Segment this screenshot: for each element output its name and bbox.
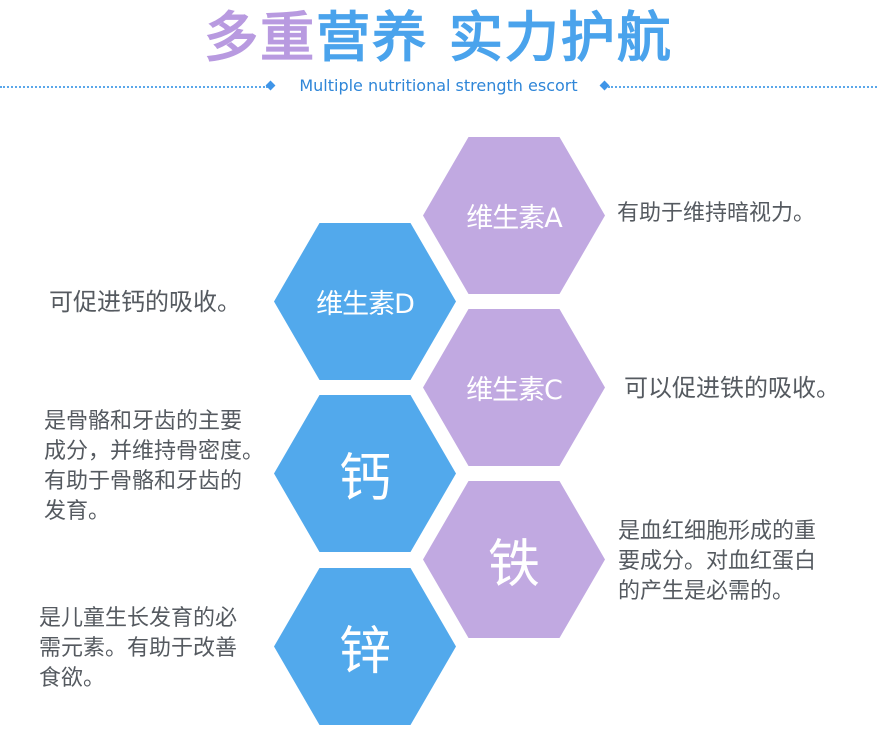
hex-label-iron: 铁 [487,535,540,595]
hex-label-calcium: 钙 [338,449,391,509]
title-part-3: 实力护航 [448,6,673,69]
hex-label-vitamin-c: 维生素C [466,375,563,406]
hex-vitamin-d: 维生素D [274,223,456,380]
desc-zinc-line: 是儿童生长发育的必 [39,606,238,631]
desc-zinc-line: 需元素。有助于改善 [39,636,238,661]
desc-iron-line: 要成分。对血红蛋白 [618,549,817,574]
desc-vitamin-d: 可促进钙的吸收。 [49,288,241,316]
desc-iron-line: 是血红细胞形成的重 [618,519,817,544]
desc-vitamin-c: 可以促进铁的吸收。 [624,374,840,402]
desc-calcium-line: 有助于骨骼和牙齿的 [44,469,243,494]
desc-zinc-line: 食欲。 [39,666,106,691]
desc-iron-line: 的产生是必需的。 [618,579,795,604]
desc-calcium-line: 发育。 [44,499,111,524]
divider-right [608,86,877,88]
desc-calcium-line: 成分，并维持骨密度。 [44,439,265,464]
hex-label-vitamin-a: 维生素A [466,203,562,234]
desc-vitamin-a: 有助于维持暗视力。 [617,201,816,226]
hex-vitamin-a: 维生素A [423,137,605,294]
hex-calcium: 钙 [274,395,456,552]
desc-iron: 是血红细胞形成的重 要成分。对血红蛋白 的产生是必需的。 [618,517,816,607]
title-part-2: 营养 [316,6,429,69]
hex-label-vitamin-d: 维生素D [316,289,415,320]
hex-zinc: 锌 [274,568,456,725]
hex-label-zinc: 锌 [338,622,391,682]
title-part-1: 多重 [204,6,317,69]
page-title: 多重营养 实力护航 [0,8,877,68]
desc-calcium-line: 是骨骼和牙齿的主要 [44,409,243,434]
divider-left [0,86,268,88]
page-subtitle: Multiple nutritional strength escort [299,76,578,95]
desc-calcium: 是骨骼和牙齿的主要 成分，并维持骨密度。 有助于骨骼和牙齿的 发育。 [44,407,264,527]
desc-zinc: 是儿童生长发育的必 需元素。有助于改善 食欲。 [39,604,237,694]
hex-iron: 铁 [423,481,605,638]
hex-vitamin-c: 维生素C [423,309,605,466]
